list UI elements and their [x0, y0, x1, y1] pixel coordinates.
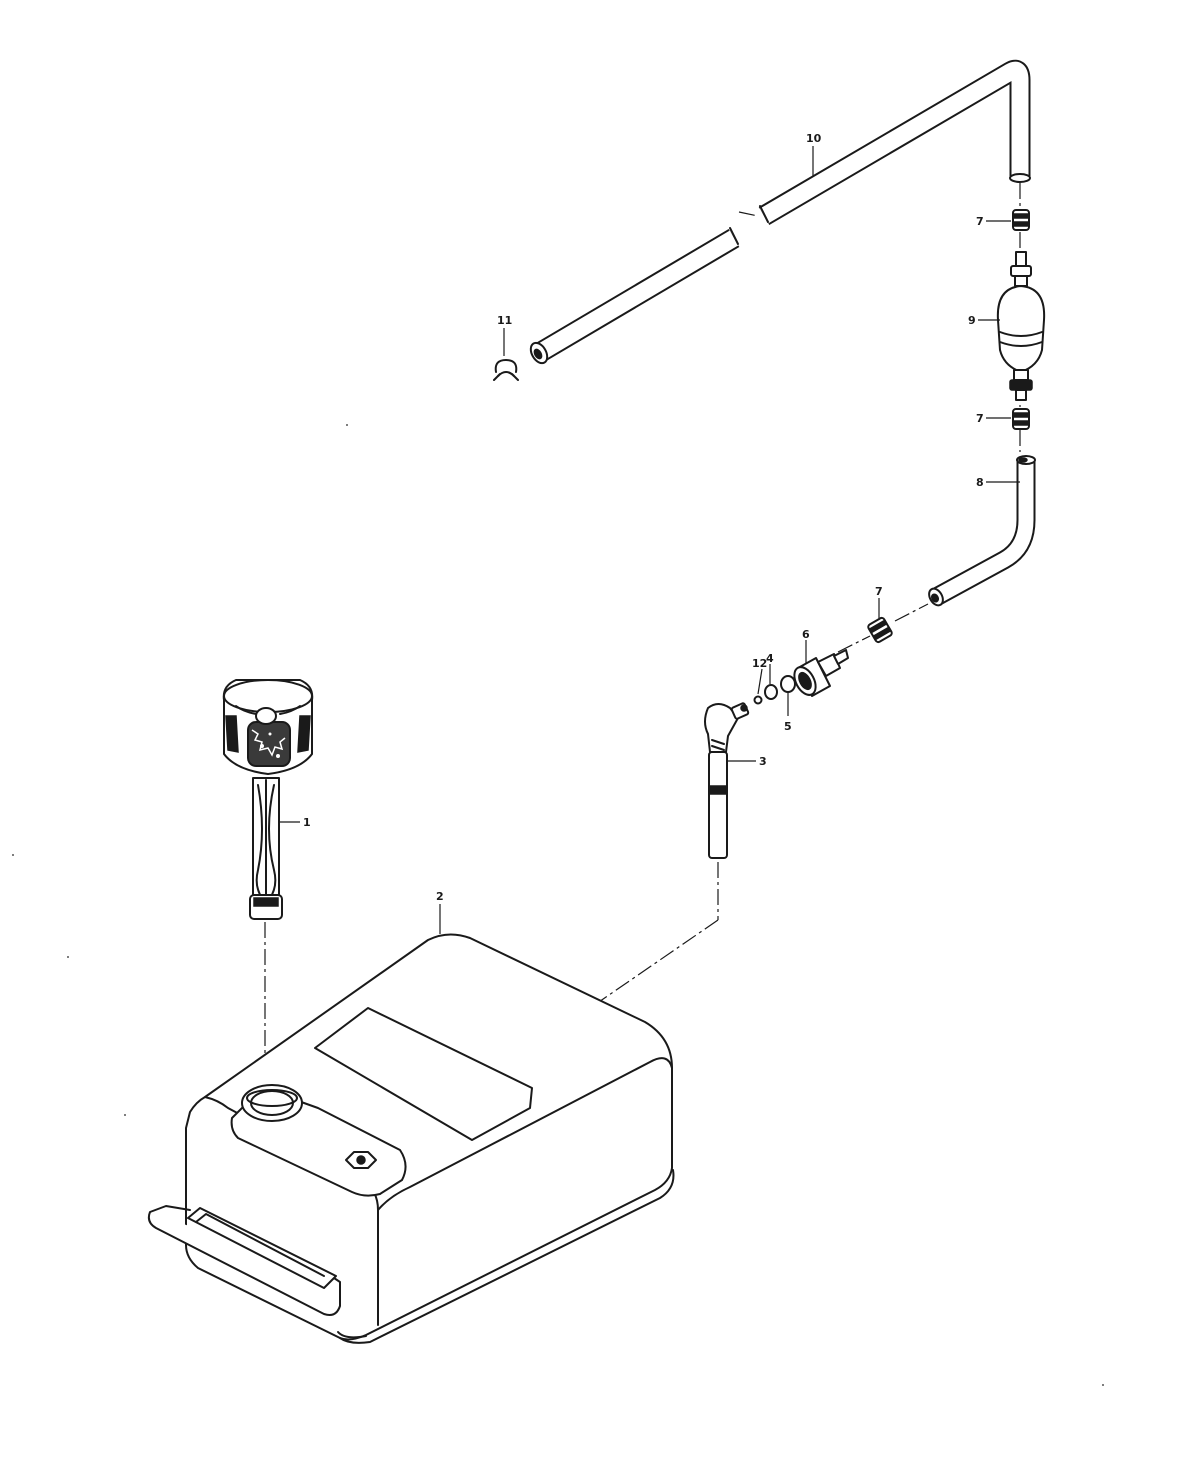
fuel-tank — [147, 933, 675, 1344]
callout-labels: 1 2 3 4 5 6 7 7 7 8 9 10 11 12 — [303, 132, 984, 903]
callout-part-8: 8 — [976, 476, 984, 489]
hose-clip — [493, 359, 519, 381]
callout-part-5: 5 — [784, 720, 792, 733]
part-4-o-ring — [764, 684, 778, 700]
callout-part-4: 4 — [766, 652, 774, 665]
callout-part-12: 12 — [752, 657, 767, 670]
pickup-tube — [704, 702, 750, 859]
hose-clamp-lower — [867, 616, 893, 644]
callout-part-10: 10 — [806, 132, 822, 145]
callout-part-7-upper: 7 — [976, 215, 984, 228]
callout-part-3: 3 — [759, 755, 767, 768]
hose-clamp-middle — [1012, 408, 1030, 430]
primer-bulb — [996, 251, 1046, 401]
callout-part-11: 11 — [497, 314, 512, 327]
fuel-connector — [793, 649, 849, 697]
fuel-line-upper — [529, 59, 1031, 365]
callout-part-1: 1 — [303, 816, 311, 829]
callout-part-9: 9 — [968, 314, 976, 327]
part-12-ball — [753, 695, 763, 705]
leader-lines — [280, 146, 1020, 934]
fuel-line-lower — [928, 455, 1036, 607]
callout-part-7-lower: 7 — [875, 585, 883, 598]
hose-clamp-upper — [1012, 209, 1030, 231]
callout-part-2: 2 — [436, 890, 444, 903]
scan-specks — [12, 424, 1104, 1386]
part-5-o-ring — [780, 675, 796, 693]
callout-part-6: 6 — [802, 628, 810, 641]
callout-part-7-middle: 7 — [976, 412, 984, 425]
fuel-gauge-assembly — [222, 679, 314, 920]
